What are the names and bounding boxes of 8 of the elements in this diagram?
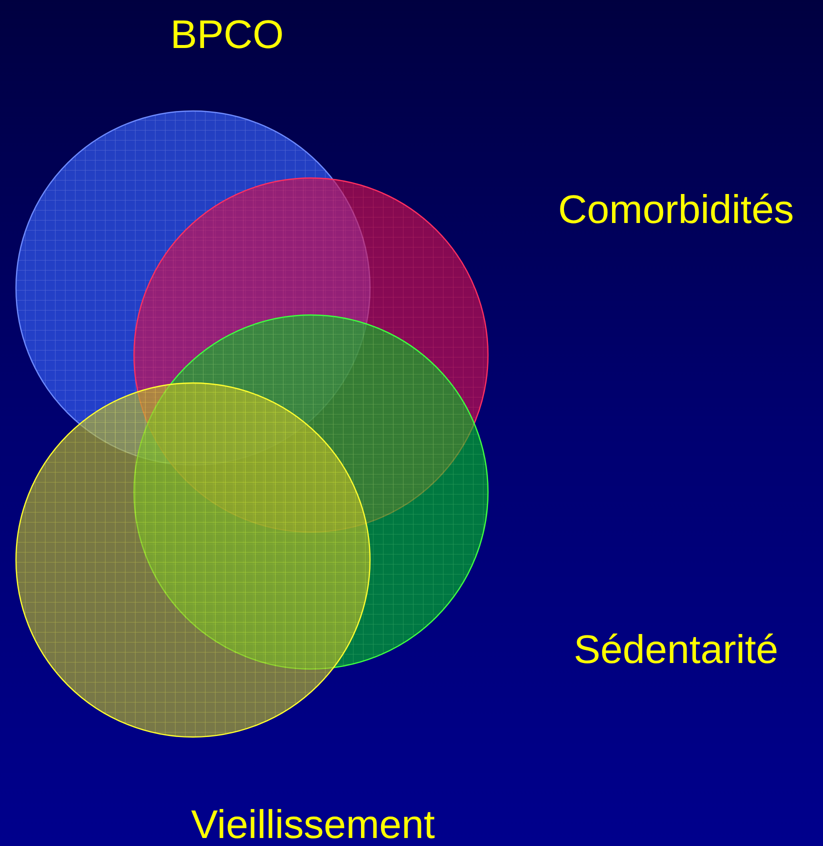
overlapping-circle (133, 314, 489, 670)
overlapping-circle (133, 177, 489, 533)
set-label: Comorbidités (558, 187, 794, 233)
set-label: Vieillissement (191, 802, 435, 846)
set-label: BPCO (170, 12, 284, 58)
overlapping-circle (15, 110, 371, 466)
set-label: Sédentarité (574, 627, 778, 673)
overlapping-circle (15, 382, 371, 738)
